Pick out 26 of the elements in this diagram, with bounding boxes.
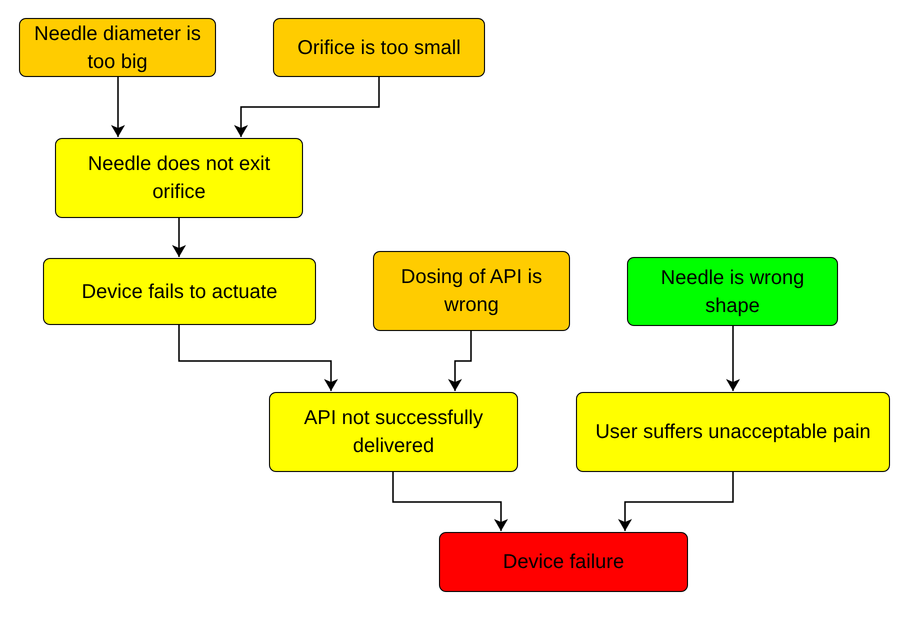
- arrow: [448, 331, 472, 391]
- arrow: [172, 218, 186, 257]
- event-box: [269, 392, 518, 472]
- failure-box: [439, 532, 688, 592]
- box-label: Dosing of API is wrong: [400, 265, 544, 318]
- box-label: Needle is wrong shape: [660, 266, 806, 318]
- box-label: Orifice is too small: [297, 36, 461, 60]
- arrow: [178, 325, 338, 391]
- cause-box: [19, 18, 216, 77]
- cause-box: [273, 18, 485, 77]
- event-box: [576, 392, 890, 472]
- arrow: [392, 472, 508, 531]
- box-label: Needle diameter is too big: [33, 22, 202, 74]
- cause-box: [627, 257, 838, 326]
- arrow: [234, 77, 380, 137]
- arrow: [618, 472, 734, 531]
- cause-box: [373, 251, 570, 331]
- box-label: Device fails to actuate: [82, 280, 278, 304]
- box-label: API not successfully delivered: [303, 406, 484, 459]
- arrow: [111, 77, 125, 137]
- box-label: User suffers unacceptable pain: [595, 420, 871, 445]
- event-box: [55, 138, 303, 218]
- box-label: Device failure: [502, 550, 624, 575]
- arrow: [726, 326, 740, 391]
- event-box: [43, 258, 316, 325]
- box-label: Needle does not exit orifice: [86, 152, 272, 205]
